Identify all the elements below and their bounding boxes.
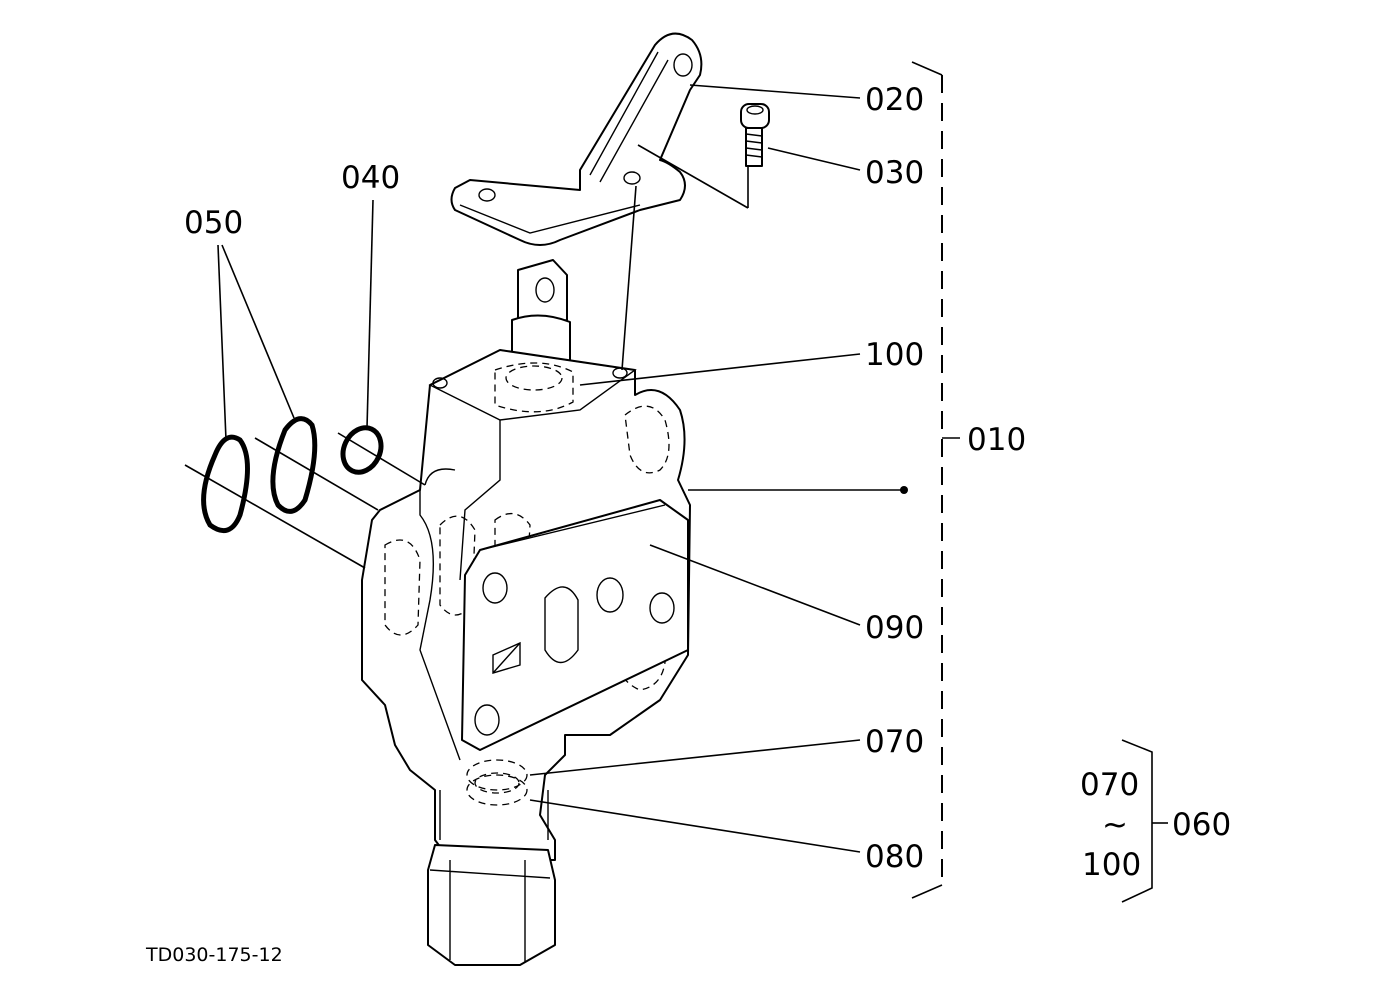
cap-screw-part	[740, 103, 770, 167]
o-ring-050-a	[201, 434, 250, 534]
leader-lines	[184, 84, 908, 853]
part-number-010: 010	[967, 422, 1026, 458]
part-number-060: 060	[1172, 807, 1231, 843]
part-number-050: 050	[184, 205, 243, 241]
part-number-080: 080	[865, 839, 924, 875]
o-ring-040	[340, 425, 384, 475]
part-number-030: 030	[865, 155, 924, 191]
part-number-090: 090	[865, 610, 924, 646]
assembly-bracket-010	[911, 61, 960, 899]
leader-dot	[900, 486, 908, 494]
o-ring-050-b	[270, 416, 318, 514]
part-number-020: 020	[865, 82, 924, 118]
drawing-code: TD030-175-12	[145, 944, 283, 966]
part-number-100: 100	[865, 337, 924, 373]
range-tilde-label: ~	[1102, 807, 1128, 843]
lever-bracket-part	[450, 32, 703, 246]
part-number-040: 040	[341, 160, 400, 196]
control-valve-body	[361, 259, 691, 966]
part-number-070: 070	[865, 724, 924, 760]
range-to-label: 100	[1082, 847, 1141, 883]
assembly-bracket-060	[1121, 739, 1168, 903]
range-from-label: 070	[1080, 767, 1139, 803]
